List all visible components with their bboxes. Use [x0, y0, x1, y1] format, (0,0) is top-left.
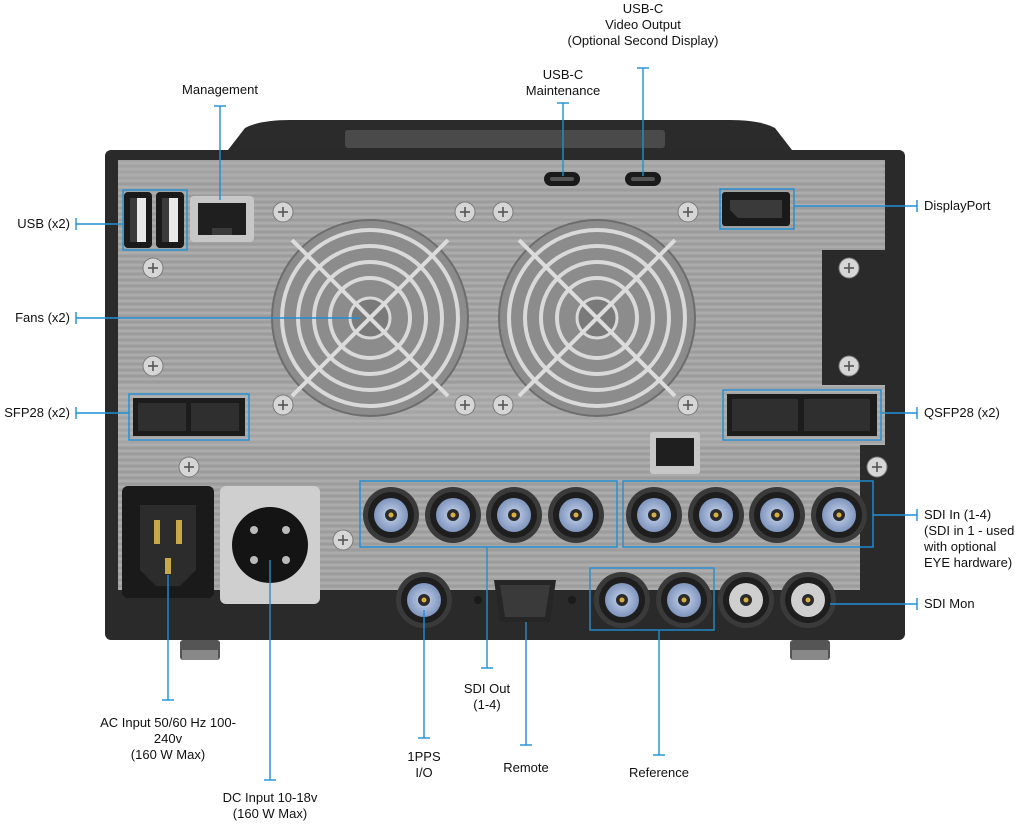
usb-c-port-icon: [625, 172, 661, 186]
usb-c-port-icon: [544, 172, 580, 186]
dsub-connector-icon: [474, 580, 576, 622]
screw-icon: [454, 394, 476, 416]
screw-icon: [454, 201, 476, 223]
screw-icon: [838, 257, 860, 279]
bnc-connector-icon: [396, 572, 452, 628]
label-sdi-out: SDI Out(1-4): [463, 681, 511, 712]
bnc-connector-icon: [811, 487, 867, 543]
bnc-connector-icon: [486, 487, 542, 543]
displayport-icon: [722, 192, 790, 226]
label-displayport: DisplayPort: [924, 198, 991, 213]
screw-icon: [838, 355, 860, 377]
bnc-connector-icon: [425, 487, 481, 543]
sfp28-cages: [133, 398, 245, 436]
screw-icon: [142, 355, 164, 377]
screw-icon: [178, 456, 200, 478]
label-ac-input: AC Input 50/60 Hz 100-240v(160 W Max): [100, 715, 236, 762]
screw-icon: [492, 394, 514, 416]
label-reference: Reference: [629, 765, 689, 780]
bnc-connector-icon: [656, 572, 712, 628]
bnc-connector-icon: [749, 487, 805, 543]
label-usb: USB (x2): [17, 216, 70, 231]
rj45-port-icon: [190, 196, 254, 242]
bnc-connector-icon: [688, 487, 744, 543]
usb-a-port-icon: [124, 192, 152, 248]
top-display-slot: [345, 130, 665, 148]
usb-a-port-icon: [156, 192, 184, 248]
label-sdi-mon: SDI Mon: [924, 596, 975, 611]
iec-c14-inlet-icon: [122, 486, 214, 598]
fan-icon: [271, 219, 469, 417]
bnc-connector-icon: [548, 487, 604, 543]
screw-icon: [492, 201, 514, 223]
callout-lines: [75, 67, 918, 781]
screw-icon: [272, 394, 294, 416]
label-dc-input: DC Input 10-18v(160 W Max): [222, 790, 318, 821]
screw-icon: [866, 456, 888, 478]
screw-icon: [677, 201, 699, 223]
label-qsfp28: QSFP28 (x2): [924, 405, 1000, 420]
label-fans: Fans (x2): [15, 310, 70, 325]
qsfp28-cages: [727, 394, 877, 436]
label-remote: Remote: [503, 760, 549, 775]
label-management: Management: [182, 82, 258, 97]
bnc-connector-icon: [780, 572, 836, 628]
screw-icon: [142, 257, 164, 279]
rj45-port-icon: [650, 432, 700, 474]
xlr4-connector-icon: [220, 486, 320, 604]
fan-icon: [498, 219, 696, 417]
bnc-connector-icon: [626, 487, 682, 543]
screw-icon: [272, 201, 294, 223]
bnc-connector-icon: [594, 572, 650, 628]
screw-icon: [677, 394, 699, 416]
label-sfp28: SFP28 (x2): [4, 405, 70, 420]
bnc-connector-icon: [718, 572, 774, 628]
bnc-connector-icon: [363, 487, 419, 543]
callout-boxes: [122, 188, 882, 631]
screw-icon: [332, 529, 354, 551]
